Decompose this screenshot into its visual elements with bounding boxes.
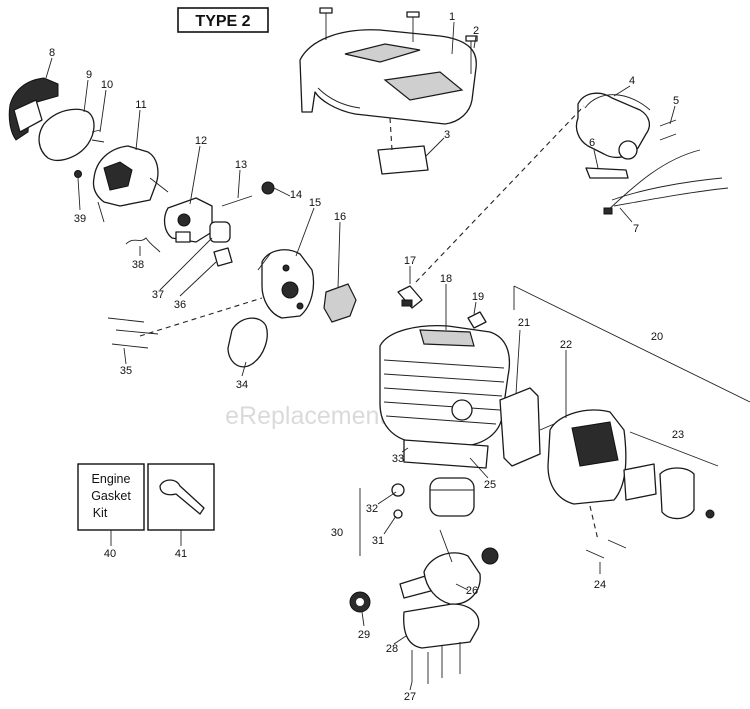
part-carburetor[interactable] <box>163 197 213 243</box>
callout-26: 26 <box>466 585 478 597</box>
callout-25: 25 <box>484 479 496 491</box>
part-bolts-27[interactable] <box>411 642 461 684</box>
part-ignition-wires[interactable] <box>603 149 729 215</box>
callout-7: 7 <box>633 223 639 235</box>
part-ignition-screws[interactable] <box>659 119 677 141</box>
callout-16: 16 <box>334 211 346 223</box>
callout-3: 3 <box>444 129 450 141</box>
part-bolts-35[interactable] <box>107 317 159 349</box>
part-spring[interactable] <box>125 237 161 253</box>
callout-numbers: 1 2 3 4 5 6 7 8 9 10 11 12 13 14 15 16 1… <box>49 11 684 703</box>
part-cover-screws[interactable] <box>319 7 478 74</box>
part-crankshaft[interactable] <box>399 529 499 605</box>
callout-4: 4 <box>629 75 635 87</box>
callout-20: 20 <box>651 331 663 343</box>
callout-6: 6 <box>589 137 595 149</box>
part-air-box[interactable] <box>92 145 169 223</box>
part-crankcase[interactable] <box>403 603 480 649</box>
callout-21: 21 <box>518 317 530 329</box>
kit-line-1: Engine <box>92 472 131 486</box>
callout-19: 19 <box>472 291 484 303</box>
part-intake-manifold[interactable] <box>257 249 315 319</box>
callout-30: 30 <box>331 527 343 539</box>
part-muffler-cover[interactable] <box>623 463 715 520</box>
type-label: TYPE 2 <box>195 13 250 30</box>
callout-34: 34 <box>236 379 248 391</box>
part-cover-pad[interactable] <box>377 145 429 175</box>
callout-24: 24 <box>594 579 606 591</box>
callout-23: 23 <box>672 429 684 441</box>
callout-29: 29 <box>358 629 370 641</box>
callout-8: 8 <box>49 47 55 59</box>
callout-37: 37 <box>152 289 164 301</box>
part-spark-plug[interactable] <box>397 285 423 309</box>
part-intake-spacer[interactable] <box>209 221 233 267</box>
callout-13: 13 <box>235 159 247 171</box>
tool-box[interactable] <box>147 463 215 531</box>
part-fitting[interactable] <box>261 181 291 197</box>
part-intake-seal[interactable] <box>227 317 268 368</box>
callout-12: 12 <box>195 135 207 147</box>
part-muffler[interactable] <box>539 409 627 505</box>
part-manifold-gasket[interactable] <box>323 283 357 323</box>
callout-32: 32 <box>366 503 378 515</box>
kit-line-2: Gasket <box>91 489 131 503</box>
callout-2: 2 <box>473 25 479 37</box>
callout-28: 28 <box>386 643 398 655</box>
part-muffler-gasket[interactable] <box>499 387 541 467</box>
engine-gasket-kit-box[interactable]: Engine Gasket Kit <box>77 463 145 531</box>
callout-1: 1 <box>449 11 455 23</box>
part-top-cover[interactable] <box>299 29 477 125</box>
callout-22: 22 <box>560 339 572 351</box>
type-header: TYPE 2 <box>177 7 269 33</box>
callout-9: 9 <box>86 69 92 81</box>
callout-17: 17 <box>404 255 416 267</box>
part-ignition-module[interactable] <box>575 92 651 179</box>
callout-36: 36 <box>174 299 186 311</box>
part-air-filter[interactable] <box>38 108 95 161</box>
part-filter-screw[interactable] <box>91 139 105 143</box>
callout-35: 35 <box>120 365 132 377</box>
callout-18: 18 <box>440 273 452 285</box>
callout-15: 15 <box>309 197 321 209</box>
callout-39: 39 <box>74 213 86 225</box>
callout-10: 10 <box>101 79 113 91</box>
part-piston[interactable] <box>391 477 475 519</box>
callout-38: 38 <box>132 259 144 271</box>
callout-40: 40 <box>104 548 116 560</box>
callout-leaders <box>45 21 676 691</box>
part-cylinder-gasket[interactable] <box>403 439 489 469</box>
callout-27: 27 <box>404 691 416 703</box>
part-cylinder[interactable] <box>379 324 511 447</box>
part-decomp-valve[interactable] <box>467 311 487 329</box>
kit-line-3: Kit <box>93 506 108 520</box>
callout-33: 33 <box>392 453 404 465</box>
part-throttle-rod[interactable] <box>221 195 253 207</box>
callout-5: 5 <box>673 95 679 107</box>
part-bolts-24[interactable] <box>585 539 627 559</box>
part-bearing[interactable] <box>349 591 371 613</box>
callout-14: 14 <box>290 189 302 201</box>
callout-11: 11 <box>135 99 146 111</box>
part-nut[interactable] <box>74 170 82 178</box>
callout-31: 31 <box>372 535 384 547</box>
callout-41: 41 <box>175 548 187 560</box>
